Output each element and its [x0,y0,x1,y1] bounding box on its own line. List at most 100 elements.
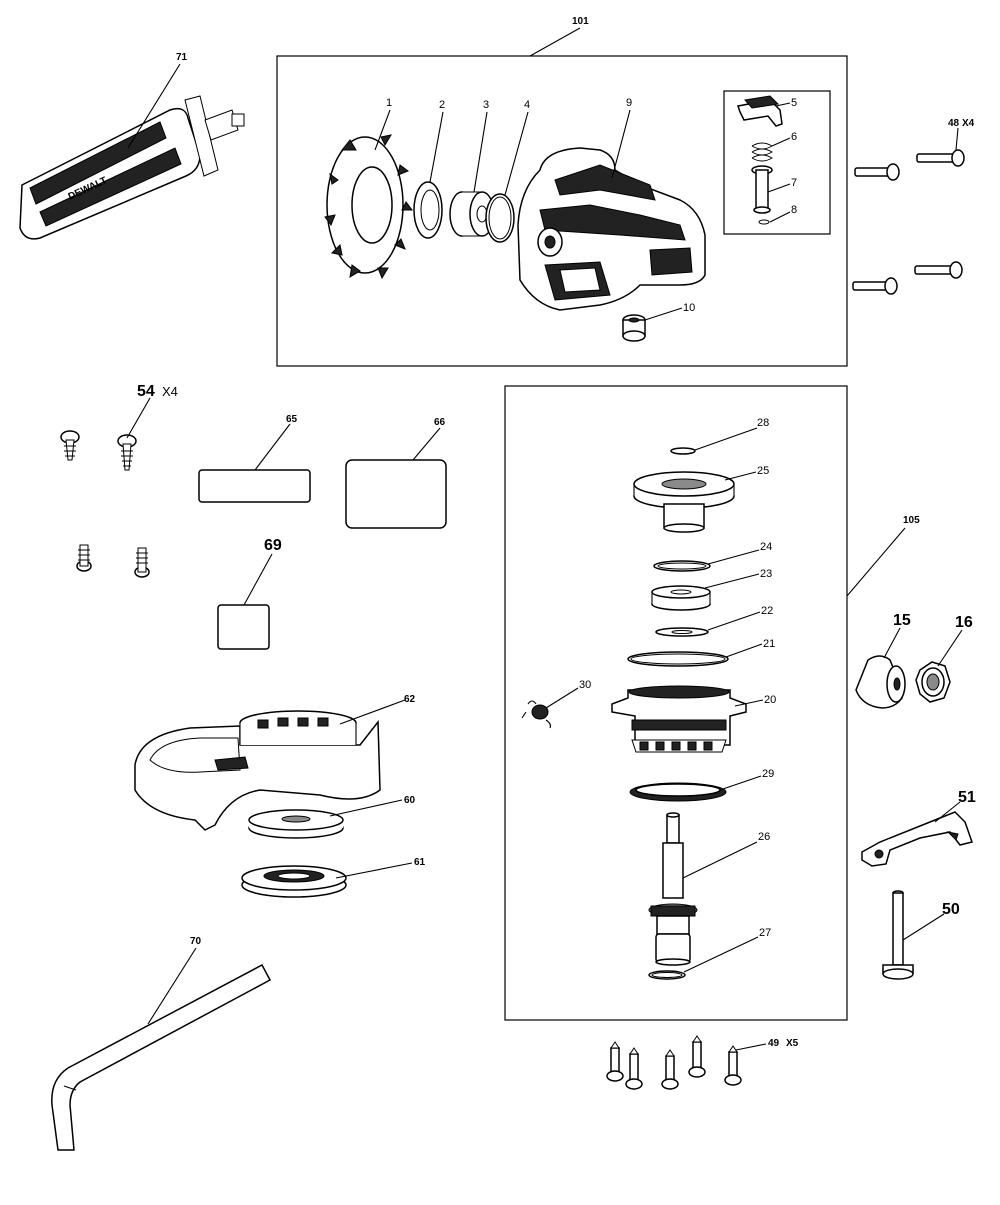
label-26: 26 [758,831,770,843]
part-65-label: 65 [198,414,311,503]
label-20: 20 [764,694,776,706]
part-26-spindle: 26 [648,812,770,966]
leader-3 [473,111,488,193]
label-16: 16 [955,614,973,631]
part-24-circlip: 24 [653,541,772,572]
leader-24 [707,549,760,565]
label-51: 51 [958,789,976,806]
label-60: 60 [404,795,416,806]
label-65: 65 [286,414,298,425]
leader-62 [339,699,406,725]
screw-48-d [914,261,963,279]
part-8-clip: 8 [758,204,797,225]
part-16-nut: 16 [915,614,973,703]
leader-10 [644,307,683,321]
part-28: 28 [670,417,769,455]
part-4-oring: 4 [485,99,530,243]
label-54: 54 [137,383,155,400]
assembly-105: 105 [504,385,920,1021]
label-25: 25 [757,465,769,477]
leader-48 [955,127,959,151]
label-48-qty: X4 [962,118,975,129]
leader-51 [934,801,961,823]
sub-frame-5-8 [723,90,831,235]
part-20-housing: 20 [611,685,776,753]
leader-28 [694,427,758,451]
label-23: 23 [760,568,772,580]
label-49-qty: X5 [786,1038,799,1049]
part-60-flange: 60 [248,795,416,839]
leader-22 [707,611,761,631]
part-30-spring: 30 [521,679,591,729]
part-3-bearing: 3 [449,99,495,237]
part-1-fan: 1 [324,97,413,280]
label-6: 6 [791,131,797,143]
part-2-ring: 2 [413,99,445,239]
part-69-label: 69 [217,537,282,650]
leader-30 [545,687,579,709]
leader-7 [767,183,791,193]
leader-16 [937,629,963,667]
leader-49 [735,1043,767,1051]
label-5: 5 [791,97,797,109]
assembly-105-frame [504,385,848,1021]
leader-105 [846,527,906,597]
label-101: 101 [572,16,589,27]
part-15-cap: 15 [855,612,911,709]
part-5-button: 5 [737,95,797,127]
label-7: 7 [791,177,797,189]
leader-50 [902,913,945,941]
leader-54 [126,397,151,439]
leader-25 [724,471,757,481]
part-50-pin: 50 [882,890,960,980]
part-54-screws: 54 X4 [60,383,178,578]
label-105: 105 [903,515,920,526]
label-62: 62 [404,694,416,705]
leader-5 [775,102,791,107]
label-10: 10 [683,302,695,314]
part-66-label: 66 [345,417,447,529]
label-30: 30 [579,679,591,691]
assembly-101-frame [276,55,848,367]
leader-70 [147,947,197,1025]
leader-66 [412,427,441,461]
label-50: 50 [942,901,960,918]
part-9-gear-case: 9 [517,97,706,311]
screw-48-b [916,149,965,167]
leader-23 [704,573,760,589]
leader-21 [725,643,763,658]
label-9: 9 [626,97,632,109]
label-27: 27 [759,927,771,939]
leader-61 [335,862,413,879]
leader-2 [429,111,444,183]
label-29: 29 [762,768,774,780]
label-49: 49 [768,1038,780,1049]
label-48: 48 [948,118,960,129]
label-70: 70 [190,936,202,947]
side-handle: DEWALT 71 [19,52,245,240]
part-10-bushing: 10 [622,302,695,342]
leader-71 [127,63,181,149]
label-1: 1 [386,97,392,109]
leader-8 [769,211,791,223]
leader-27 [683,936,759,973]
label-3: 3 [483,99,489,111]
label-8: 8 [791,204,797,216]
label-54-qty: X4 [162,384,178,399]
leader-4 [504,111,529,196]
part-23-bearing: 23 [651,568,772,611]
part-21-oring: 21 [627,638,775,667]
leader-15 [883,627,901,659]
label-66: 66 [434,417,446,428]
assembly-101: 10 1 [276,16,848,367]
label-24: 24 [760,541,772,553]
part-48-screws: 48 X4 [852,118,975,295]
leader-6 [771,137,791,147]
part-51-lever: 51 [861,789,976,867]
label-15: 15 [893,612,911,629]
leader-1 [374,109,391,151]
part-22-washer: 22 [655,605,773,637]
part-6-spring: 6 [751,131,797,162]
